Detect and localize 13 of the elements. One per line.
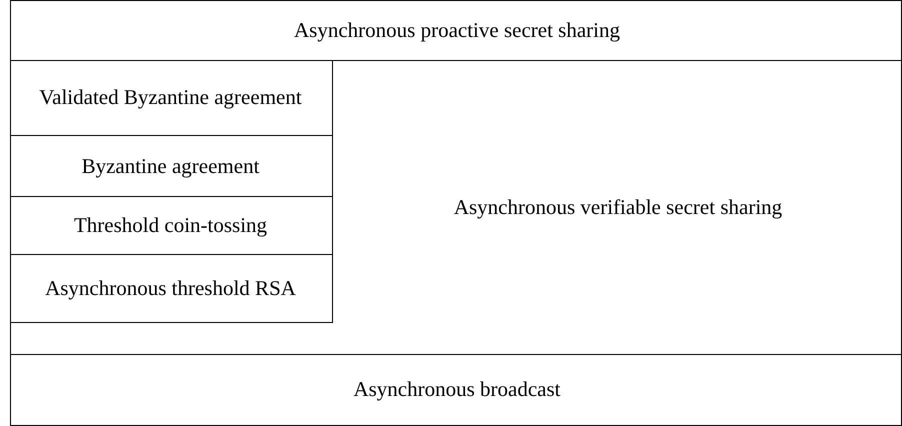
layer-label: Asynchronous threshold RSA [44, 276, 297, 300]
layer-band [10, 0, 902, 61]
layer-box [10, 254, 332, 323]
layer-label: Byzantine agreement [80, 154, 260, 178]
layer-label: Asynchronous verifiable secret sharing [452, 195, 784, 220]
layer-box [10, 196, 332, 256]
layer-label: Validated Byzantine agreement [38, 85, 303, 110]
layer-band [10, 60, 902, 356]
layer-band [10, 354, 902, 426]
layer-box [10, 135, 332, 198]
layer-label: Asynchronous proactive secret sharing [293, 18, 621, 42]
layer-label: Threshold coin-tossing [72, 213, 268, 238]
layer-label: Asynchronous broadcast [352, 377, 562, 402]
